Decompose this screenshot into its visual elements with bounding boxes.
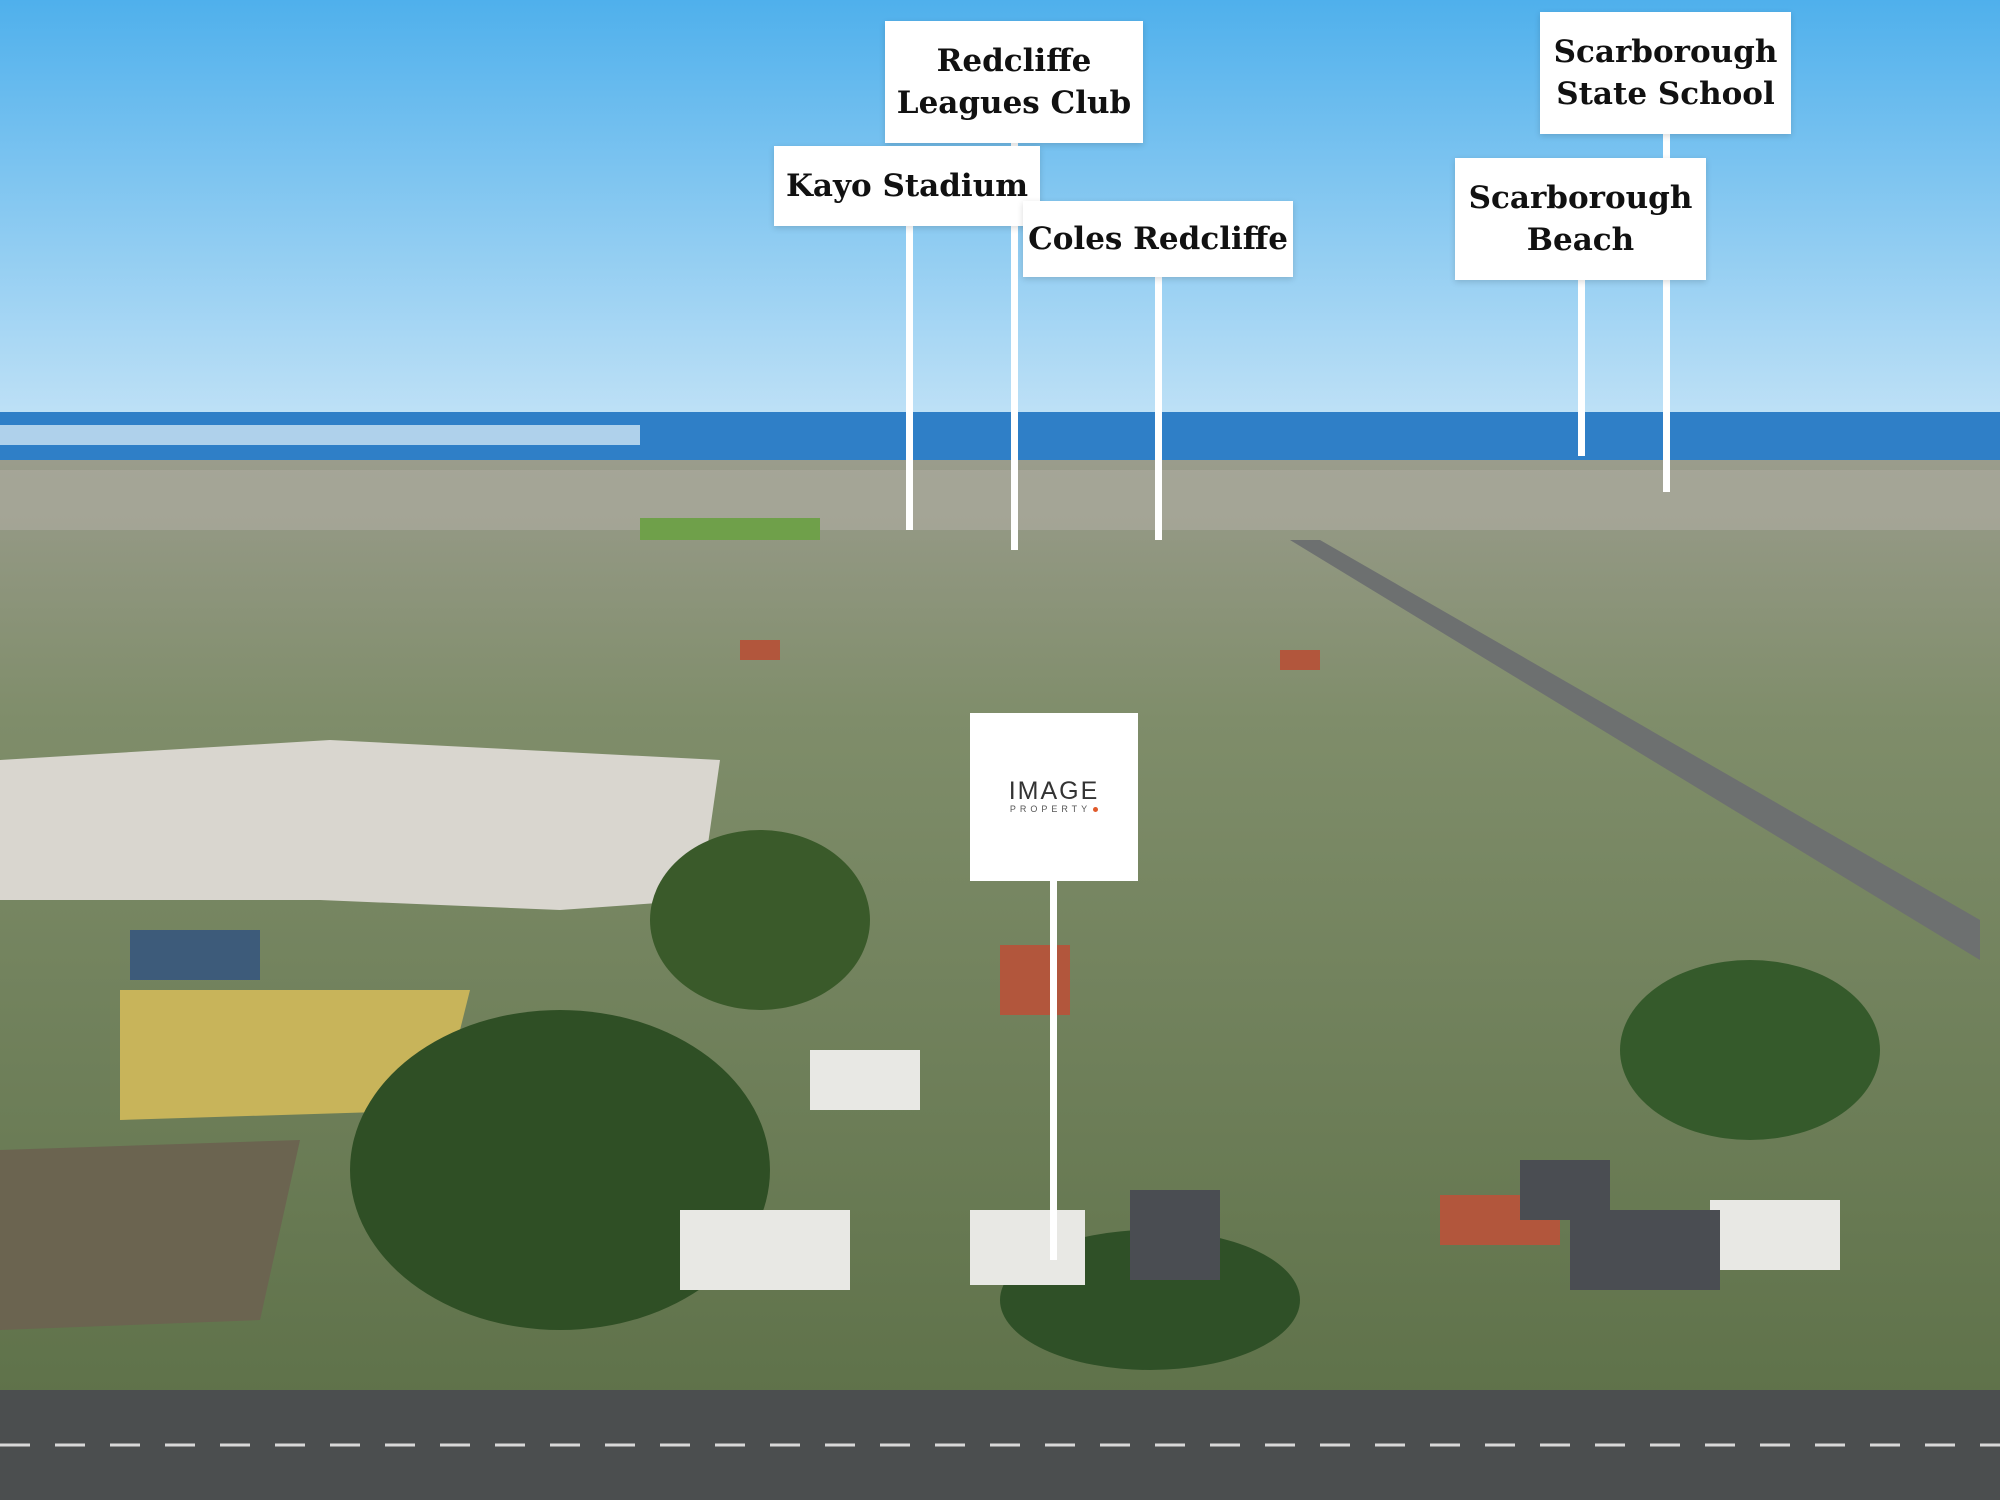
marker-line-kayo-stadium: [906, 225, 913, 530]
marker-line-coles-redcliffe: [1155, 275, 1162, 540]
logo-dot-icon: [1093, 806, 1099, 812]
tree-belt: [350, 1010, 770, 1330]
callout-label: Scarborough Beach: [1468, 180, 1693, 258]
image-property-logo: IMAGE PROPERTY: [970, 713, 1138, 881]
marker-line-scarborough-state-school: [1663, 132, 1670, 492]
callout-label: Coles Redcliffe: [1028, 221, 1288, 257]
marker-line-property: [1050, 878, 1057, 1260]
callout-scarborough-beach: Scarborough Beach: [1455, 158, 1706, 280]
callout-label: Scarborough State School: [1553, 34, 1778, 112]
callout-coles-redcliffe: Coles Redcliffe: [1023, 201, 1293, 277]
callout-redcliffe-leagues-club: Redcliffe Leagues Club: [885, 21, 1143, 143]
callout-label: Redcliffe Leagues Club: [896, 43, 1132, 121]
callout-kayo-stadium: Kayo Stadium: [774, 146, 1040, 226]
logo-sub: PROPERTY: [1009, 804, 1092, 814]
logo-brand: IMAGE: [1008, 777, 1100, 805]
industrial-buildings: [0, 740, 720, 910]
marker-line-redcliffe-leagues-club: [1011, 140, 1018, 550]
marker-line-scarborough-beach: [1578, 278, 1585, 456]
callout-scarborough-state-school: Scarborough State School: [1540, 12, 1791, 134]
callout-label: Kayo Stadium: [785, 168, 1029, 204]
